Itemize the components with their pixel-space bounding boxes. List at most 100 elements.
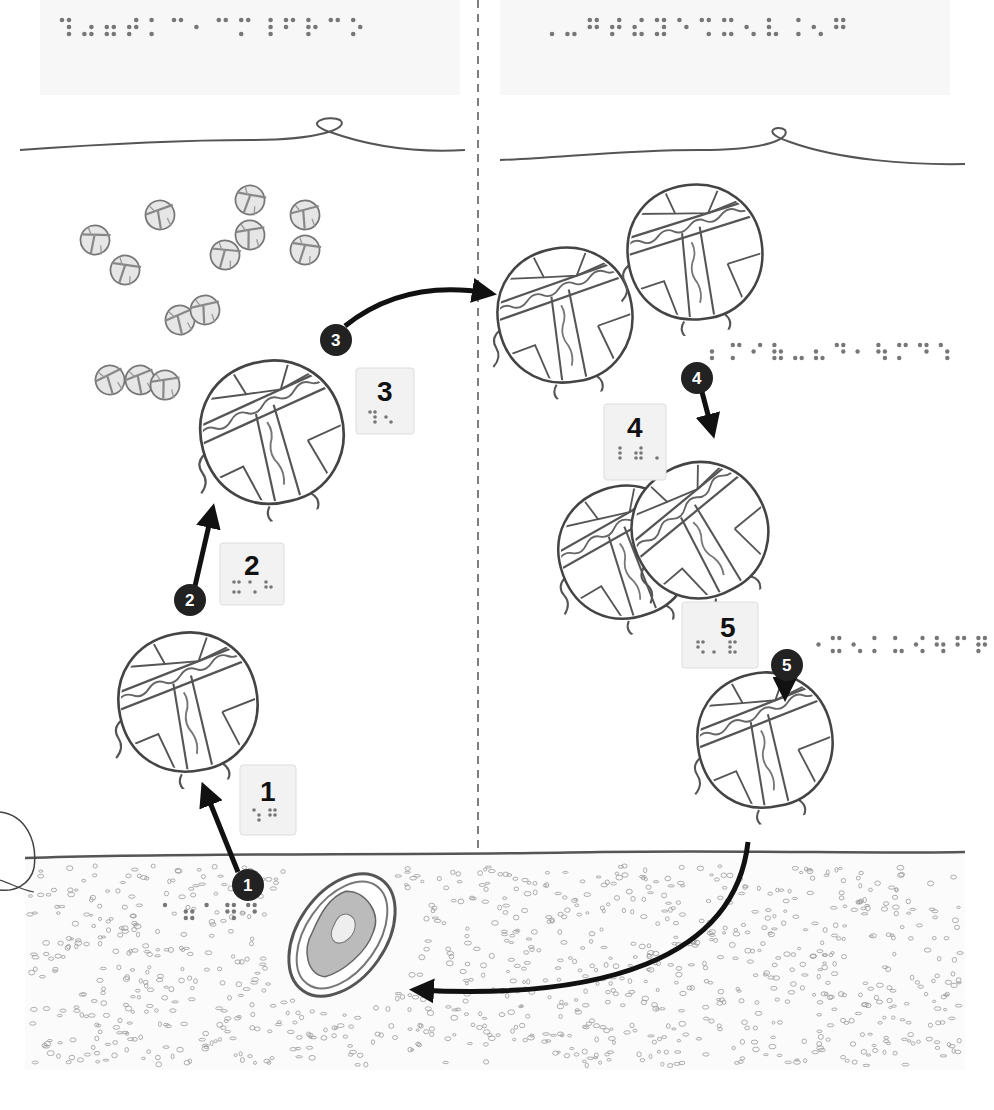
sediment-grain	[679, 865, 684, 869]
sediment-grain	[504, 939, 508, 942]
dinoflagellate-cell	[475, 237, 649, 427]
sediment-grain	[679, 1021, 686, 1026]
sediment-grain	[209, 934, 214, 937]
sediment-grain	[721, 873, 726, 878]
sediment-grain	[594, 1053, 598, 1057]
sediment-grain	[753, 1026, 757, 1030]
sediment-grain	[98, 936, 102, 939]
sediment-grain	[130, 914, 136, 917]
sediment-grain	[644, 868, 647, 873]
sediment-grain	[136, 904, 143, 907]
sediment-grain	[216, 1007, 223, 1010]
sediment-grain	[163, 1023, 169, 1026]
sediment-grain	[70, 1038, 76, 1042]
sediment-grain	[718, 989, 724, 994]
sediment-grain	[456, 872, 461, 876]
braille-dot	[112, 32, 117, 37]
sediment-grain	[779, 889, 784, 891]
sediment-grain	[255, 972, 261, 974]
edge-figure	[0, 880, 34, 892]
braille-dot	[662, 32, 667, 37]
braille-dot	[232, 916, 236, 920]
braille-dots	[60, 18, 994, 921]
braille-dot	[662, 25, 667, 30]
label-sticker	[356, 368, 414, 434]
stage-arrow	[345, 290, 488, 326]
sediment-grain	[771, 986, 777, 990]
braille-dot	[225, 903, 229, 907]
sediment-grain	[883, 902, 888, 906]
sediment-grain	[505, 994, 508, 999]
sediment-grain	[733, 932, 740, 936]
sediment-grain	[405, 871, 411, 873]
edge-figure	[0, 812, 35, 890]
callout-circle	[320, 324, 352, 356]
sediment-grain	[856, 876, 860, 880]
sediment-grain	[703, 1005, 709, 1009]
sediment-grain	[863, 1064, 870, 1066]
sediment-grain	[498, 873, 503, 876]
braille-dot	[655, 18, 660, 23]
sediment-grain	[661, 1062, 664, 1066]
sediment-grain	[563, 871, 568, 873]
sediment-grain	[343, 1014, 346, 1017]
sediment-grain	[740, 1040, 744, 1045]
braille-dot	[820, 356, 824, 360]
braille-dot	[976, 649, 980, 653]
braille-dot	[306, 25, 311, 30]
dinoflagellate-cell	[172, 345, 368, 556]
braille-dot	[976, 636, 980, 640]
sediment-grain	[94, 1051, 99, 1055]
sediment-grain	[414, 875, 421, 878]
braille-dot	[237, 580, 241, 584]
sediment-grain	[91, 1000, 97, 1003]
sediment-grain	[873, 1048, 878, 1052]
braille-dot	[617, 25, 622, 30]
braille-dot	[733, 650, 737, 654]
sediment-grain	[337, 1024, 344, 1028]
sediment-grain	[139, 979, 142, 983]
sediment-grain	[861, 913, 868, 915]
sediment-grain	[768, 892, 773, 895]
sediment-grain	[657, 1050, 660, 1053]
braille-dot	[257, 818, 261, 822]
braille-dot	[248, 580, 252, 584]
sediment-grain	[822, 965, 828, 970]
sediment-grain	[27, 913, 34, 916]
sediment-grain	[868, 1033, 873, 1035]
braille-dot	[831, 636, 835, 640]
sediment-grain	[865, 1003, 871, 1007]
sediment-grain	[308, 1033, 313, 1037]
sediment-grain	[29, 895, 33, 898]
sediment-grain	[883, 1040, 889, 1043]
braille-dot	[955, 642, 959, 646]
sediment-grain	[47, 1040, 52, 1042]
sediment-grain	[274, 878, 278, 880]
sediment-grain	[81, 993, 86, 996]
sediment-grain	[607, 903, 610, 906]
sediment-grain	[431, 908, 435, 912]
sediment-grain	[231, 955, 234, 958]
sediment-grain	[239, 960, 244, 965]
sediment-grain	[250, 1026, 255, 1030]
sediment-grain	[412, 995, 419, 999]
braille-dot	[729, 32, 734, 37]
braille-dot	[217, 18, 222, 23]
braille-dot	[149, 32, 154, 37]
sediment-grain	[95, 1023, 99, 1027]
sediment-grain	[95, 1036, 99, 1041]
braille-dot	[841, 18, 846, 23]
sediment-grain	[424, 947, 430, 951]
sediment-grain	[745, 1026, 750, 1030]
braille-dot	[924, 343, 928, 347]
sediment-grain	[892, 1005, 897, 1007]
sediment-grain	[545, 883, 549, 888]
sediment-grain	[524, 951, 529, 955]
sediment-grain	[933, 916, 938, 919]
braille-dot	[983, 636, 987, 640]
sediment-grain	[527, 979, 530, 984]
sediment-grain	[818, 1034, 823, 1039]
sediment-grain	[416, 1029, 419, 1031]
sediment-grain	[485, 882, 490, 884]
sediment-grain	[727, 873, 733, 877]
